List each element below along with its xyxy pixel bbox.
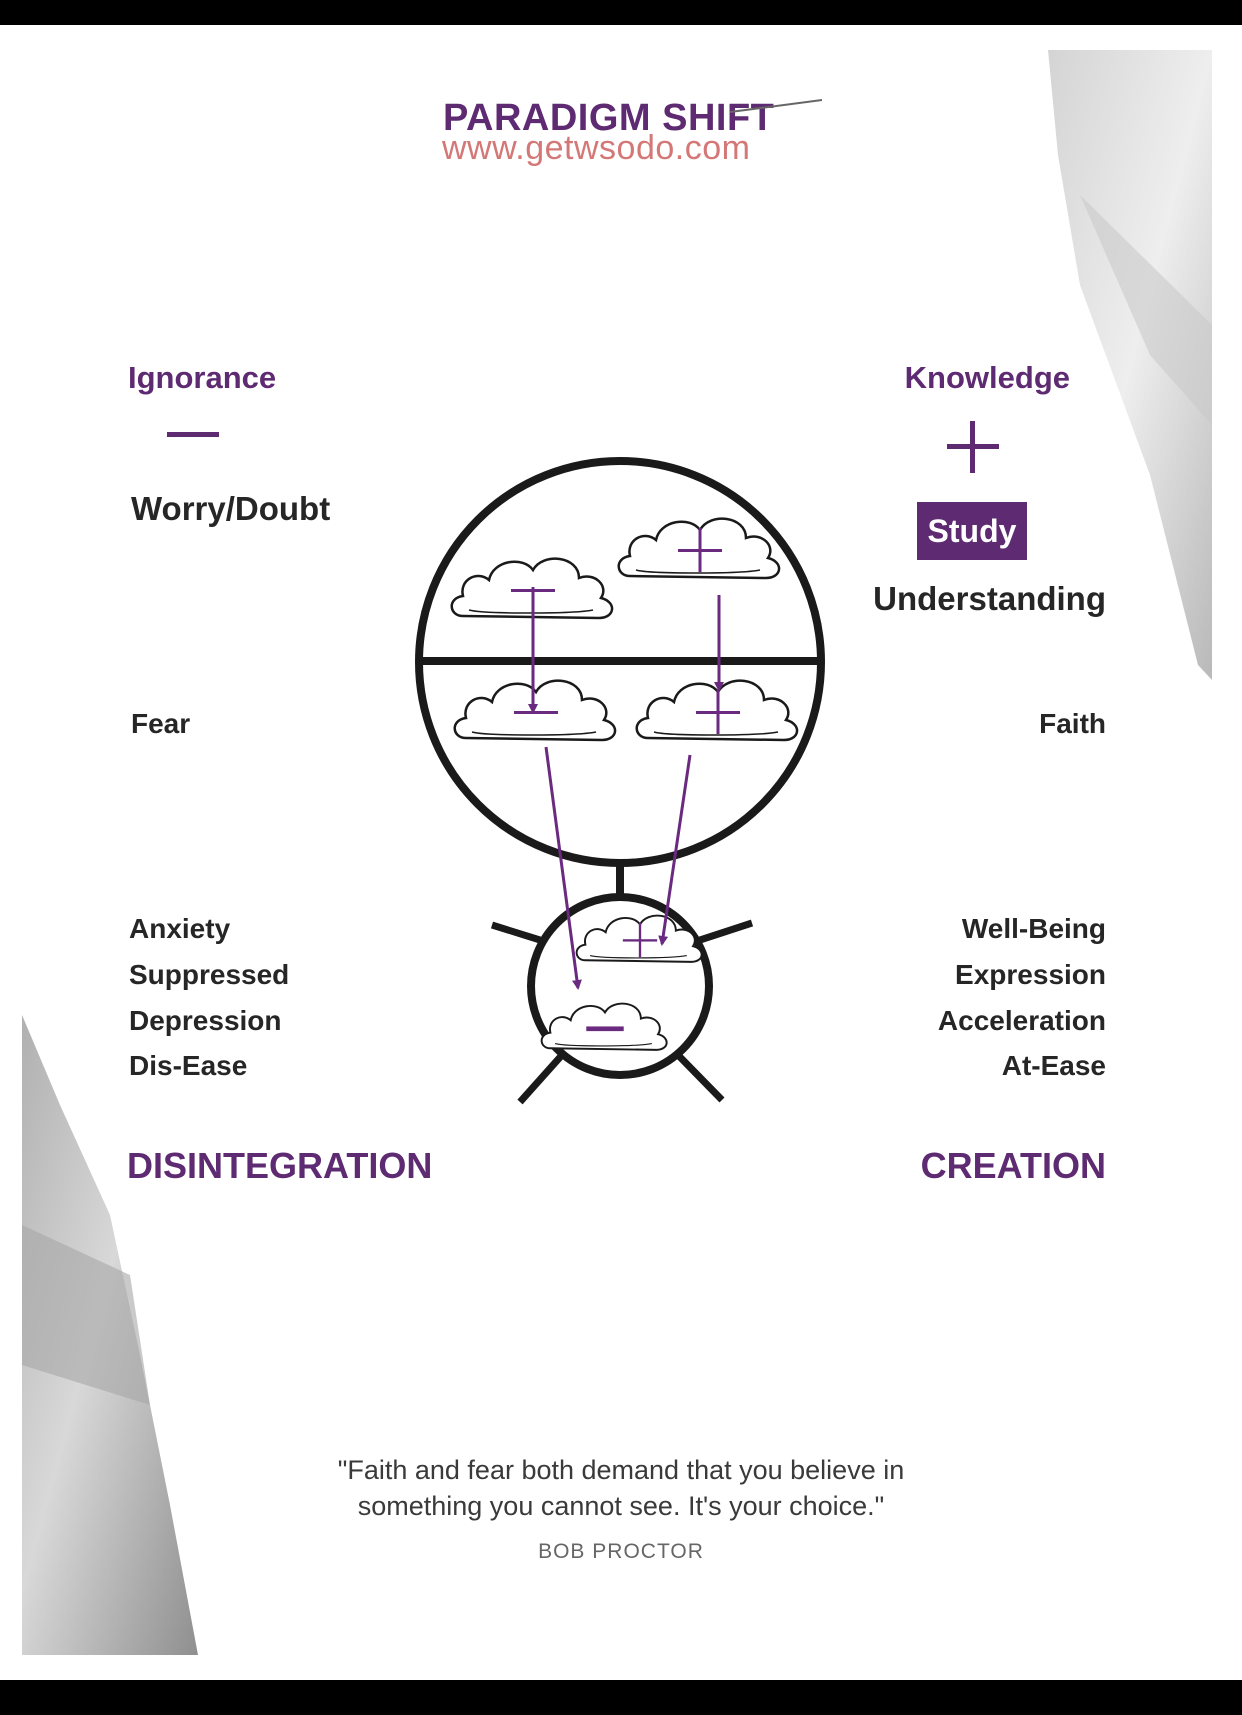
watermark-text: www.getwsodo.com (442, 129, 751, 167)
subconscious-positive-cloud (635, 679, 799, 742)
disintegration-label: DISINTEGRATION (127, 1145, 433, 1186)
conscious-positive-cloud (617, 517, 781, 580)
page-title: PARADIGM SHIFT (443, 97, 775, 139)
ignorance-label: Ignorance (128, 360, 277, 395)
quote-line-1: "Faith and fear both demand that you bel… (337, 1455, 905, 1485)
title-strike-lines (729, 99, 823, 113)
decorative-background (22, 50, 1212, 1655)
body-circle (527, 893, 713, 1079)
list-item: At-Ease (1001, 1050, 1106, 1081)
worry-doubt-label: Worry/Doubt (131, 490, 331, 527)
minus-icon (167, 432, 219, 437)
subconscious-negative-cloud (453, 679, 617, 742)
arrow-positive-down-2 (658, 754, 692, 946)
quote-author: BOB PROCTOR (538, 1540, 704, 1563)
list-item: Depression (129, 1005, 282, 1036)
list-item: Dis-Ease (129, 1050, 248, 1081)
list-item: Suppressed (129, 959, 290, 990)
paradigm-shift-page: PARADIGM SHIFT www.getwsodo.com Ignoranc… (0, 25, 1242, 1680)
stick-figure-diagram (415, 457, 825, 1105)
right-arm (698, 919, 754, 944)
plus-icon (947, 421, 999, 473)
quote-line-2: something you cannot see. It's your choi… (357, 1491, 885, 1521)
understanding-label: Understanding (873, 580, 1106, 617)
faith-label: Faith (1039, 708, 1106, 739)
left-leg (517, 1052, 565, 1105)
knowledge-label: Knowledge (904, 360, 1070, 395)
body-positive-cloud (575, 914, 703, 963)
fear-label: Fear (131, 708, 191, 739)
body-negative-cloud (540, 1002, 668, 1051)
study-badge: Study (917, 502, 1027, 560)
arrow-negative-down-2 (544, 746, 582, 990)
list-item: Expression (955, 959, 1106, 990)
list-item: Anxiety (129, 913, 231, 944)
torn-paper-bottom-left-shade (22, 1225, 150, 1405)
left-arm (490, 921, 542, 944)
creation-label: CREATION (920, 1145, 1106, 1186)
list-item: Well-Being (961, 913, 1106, 944)
list-item: Acceleration (937, 1005, 1106, 1036)
quote-text: "Faith and fear both demand that you bel… (221, 1452, 1021, 1524)
torn-paper-top-right-shade (1080, 195, 1212, 425)
right-leg (675, 1052, 725, 1103)
